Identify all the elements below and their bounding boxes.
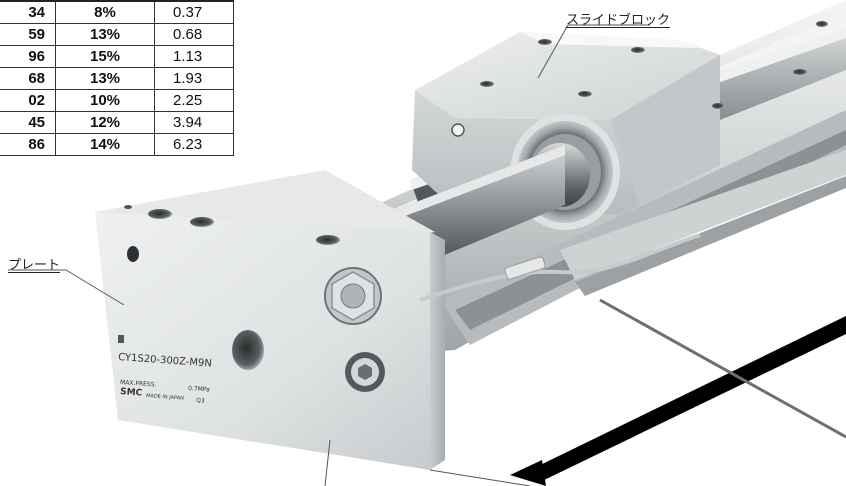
- leader-bottom-2: [429, 469, 531, 486]
- table-cell: 13%: [55, 67, 155, 90]
- side-rail: [560, 150, 846, 296]
- label-code: Q3: [196, 397, 205, 405]
- table-cell: 02: [0, 89, 56, 112]
- table-cell: 1.13: [154, 45, 234, 68]
- table-cell: 8%: [55, 0, 155, 24]
- table-cell: 15%: [55, 45, 155, 68]
- table-cell: 13%: [55, 23, 155, 46]
- table-cell: 34: [0, 0, 56, 24]
- label-max-press: MAX.PRESS.: [120, 379, 157, 389]
- table-cell: 96: [0, 45, 56, 68]
- table-cell: 59: [0, 23, 56, 46]
- label-brand: SMC: [120, 387, 143, 399]
- table-cell: 14%: [55, 133, 155, 156]
- label-mark: [118, 335, 124, 343]
- callout-slide-block: スライドブロック: [566, 13, 671, 28]
- leader-slide-block-2: [537, 24, 569, 79]
- table-cell: 86: [0, 133, 56, 156]
- table-cell: 45: [0, 111, 56, 134]
- callout-plate: プレート: [8, 258, 61, 273]
- table-cell: 12%: [55, 111, 155, 134]
- pointer-line: [599, 298, 846, 439]
- table-cell: 6.23: [154, 133, 234, 156]
- table-cell: 3.94: [154, 111, 234, 134]
- table-cell: 0.68: [154, 23, 234, 46]
- table-cell: 1.93: [154, 67, 234, 90]
- table-cell: 10%: [55, 89, 155, 112]
- leader-plate-2: [65, 269, 125, 306]
- sensor-cable: [419, 233, 701, 302]
- table-cell: 68: [0, 67, 56, 90]
- table-cell: 2.25: [154, 89, 234, 112]
- label-pressure: 0.7MPa: [188, 385, 211, 394]
- label-made-in: MADE IN JAPAN: [146, 393, 184, 402]
- direction-arrow-icon: [510, 316, 846, 486]
- table-cell: 0.37: [154, 0, 234, 24]
- leader-bottom: [324, 439, 331, 486]
- end-plate: [95, 170, 445, 470]
